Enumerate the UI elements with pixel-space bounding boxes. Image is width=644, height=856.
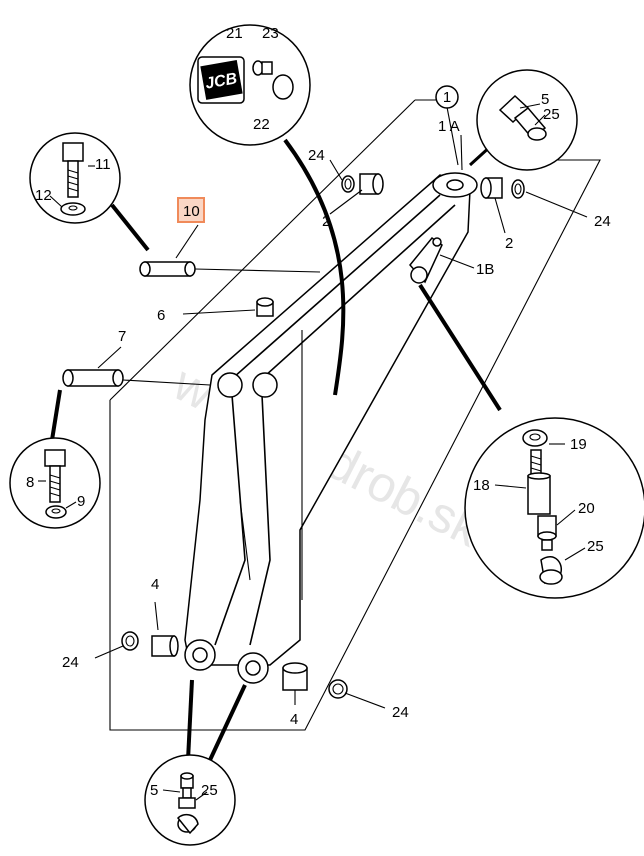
assembly-frame	[109, 159, 601, 731]
callout-bolt-8	[9, 437, 101, 529]
highlight-box	[177, 197, 205, 223]
label-4-bottom: 4	[290, 711, 298, 728]
washer-24-right	[511, 179, 525, 199]
washer-24-bottom	[328, 679, 348, 699]
label-21: 21	[226, 25, 243, 42]
callout-leader-left-bottom	[50, 389, 62, 441]
frame-top-line	[109, 99, 416, 401]
highlight-fill	[178, 198, 204, 222]
label-9: 9	[77, 493, 85, 510]
bush-4-left	[151, 635, 179, 657]
boom-arm	[184, 172, 478, 684]
callout-grease-assembly	[464, 417, 644, 599]
label-5-bottom: 5	[150, 782, 158, 799]
screw-23	[252, 60, 273, 76]
plug-22	[272, 74, 294, 100]
label-5-top: 5	[541, 91, 549, 108]
label-7: 7	[118, 328, 126, 345]
label-10: 10	[183, 203, 200, 220]
label-24-top: 24	[308, 147, 325, 164]
label-25-right: 25	[587, 538, 604, 555]
callout-leader-bottom-b	[208, 684, 247, 761]
label-4-left: 4	[151, 576, 159, 593]
label-2-top: 2	[322, 213, 330, 230]
callout-logo-parts: JCB	[189, 24, 311, 146]
bush-2-right	[480, 177, 503, 199]
callout-grease-nipple-top	[476, 69, 578, 171]
pin-10	[139, 261, 321, 277]
label-25-top: 25	[543, 106, 560, 123]
label-11: 11	[95, 156, 111, 173]
label-12: 12	[35, 187, 52, 204]
callout-leader-bottom-a	[186, 679, 194, 761]
callout-grease-nipple-bottom	[144, 754, 236, 846]
callout-leader-left-top	[110, 203, 150, 252]
label-25-bottom: 25	[201, 782, 218, 799]
ref-circle-1	[435, 85, 459, 109]
label-18: 18	[473, 477, 490, 494]
label-23: 23	[262, 25, 279, 42]
callout-leader-right	[418, 283, 502, 412]
label-1b: 1B	[476, 261, 494, 278]
label-1a: 1 A	[438, 118, 460, 135]
label-20: 20	[578, 500, 595, 517]
label-8: 8	[26, 474, 34, 491]
washer-24-top	[341, 175, 355, 193]
pin-7	[62, 369, 211, 387]
bush-6	[256, 297, 274, 317]
label-2-right: 2	[505, 235, 513, 252]
label-24-bottom: 24	[392, 704, 409, 721]
label-19: 19	[570, 436, 587, 453]
bush-2-top	[359, 173, 384, 195]
jcb-logo-badge	[200, 59, 243, 100]
label-6: 6	[157, 307, 165, 324]
label-1: 1	[443, 89, 451, 106]
washer-24-left	[121, 631, 139, 651]
bush-4-bottom	[282, 662, 308, 691]
label-22: 22	[253, 116, 270, 133]
callout-leader-top	[283, 138, 346, 396]
label-leaders	[94, 106, 588, 709]
label-24-left: 24	[62, 654, 79, 671]
callout-bolt-11	[29, 132, 121, 224]
label-24-right: 24	[594, 213, 611, 230]
jcb-logo-text: JCB	[204, 70, 238, 92]
